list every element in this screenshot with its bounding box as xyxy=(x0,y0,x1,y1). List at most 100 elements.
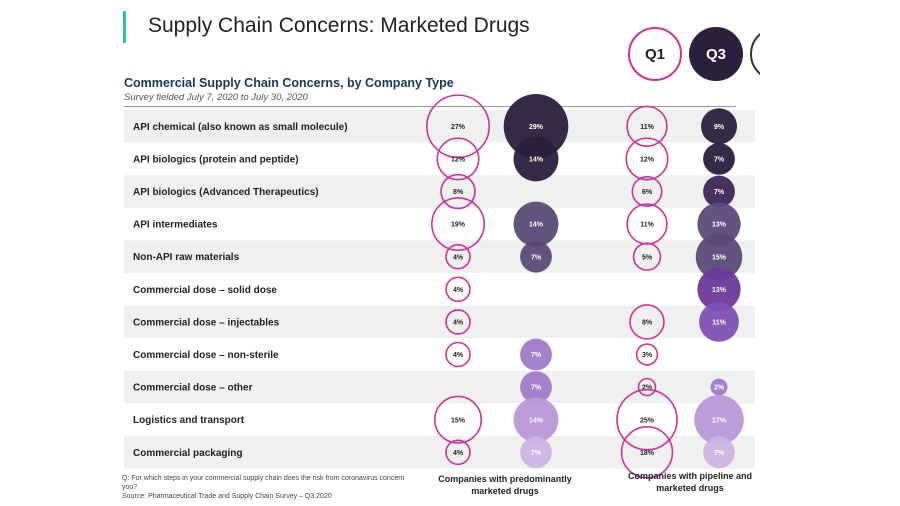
q1-value-label: 4% xyxy=(453,320,464,327)
q3-bubble xyxy=(697,202,741,246)
row-label: Commercial dose – injectables xyxy=(133,317,280,328)
q3-bubble xyxy=(703,143,735,175)
header-rule xyxy=(124,106,736,107)
q1-value-label: 3% xyxy=(642,352,653,359)
q3-bubble xyxy=(699,302,739,342)
footnote-question: Q: For which steps in your commercial su… xyxy=(122,475,405,491)
q1-legend-badge: Q1 xyxy=(628,27,682,81)
row-label: Logistics and transport xyxy=(133,415,245,426)
q1-value-label: 4% xyxy=(453,254,464,261)
row-label: Non-API raw materials xyxy=(133,252,240,263)
row-band xyxy=(124,305,755,339)
q1-bubble xyxy=(629,304,665,340)
q3-value-label: 17% xyxy=(712,417,727,424)
q1-bubble xyxy=(445,309,471,335)
q3-bubble xyxy=(697,267,741,311)
q3-value-label: 7% xyxy=(531,352,542,359)
row-band xyxy=(124,370,755,404)
q1-value-label: 15% xyxy=(451,417,466,424)
q3-bubble xyxy=(520,436,552,469)
q1-bubble xyxy=(445,439,471,466)
q3-bubble xyxy=(513,201,559,247)
q3-value-label: 29% xyxy=(529,124,544,131)
q3-bubble xyxy=(520,371,552,403)
footnote: Q: For which steps in your commercial su… xyxy=(122,474,412,501)
q3-bubble xyxy=(695,233,743,280)
q3-value-label: 7% xyxy=(531,450,542,457)
q1-value-label: 11% xyxy=(640,222,654,229)
row-label: Commercial packaging xyxy=(133,448,242,459)
q1-bubble xyxy=(637,377,657,397)
group-label-pipeline: Companies with pipeline and marketed dru… xyxy=(627,471,752,493)
q1-value-label: 25% xyxy=(640,417,655,424)
q3-bubble xyxy=(513,136,559,182)
q3-value-label: 9% xyxy=(714,124,725,131)
row-band xyxy=(124,240,755,273)
title-accent-bar xyxy=(123,11,126,43)
chart-title: Commercial Supply Chain Concerns, by Com… xyxy=(124,76,454,90)
q3-bubble xyxy=(520,338,552,371)
q1-bubble xyxy=(626,105,668,147)
q3-value-label: 14% xyxy=(529,222,544,229)
row-band xyxy=(124,110,755,143)
q3-legend-badge: Q3 xyxy=(689,27,743,81)
q3-bubble xyxy=(694,394,744,445)
q1-value-label: 4% xyxy=(453,352,464,359)
row-label: Commercial dose – solid dose xyxy=(133,285,277,296)
q1-bubble xyxy=(635,343,659,366)
row-label: Commercial dose – other xyxy=(133,383,253,394)
footnote-source: Source: Pharmaceutical Trade and Supply … xyxy=(122,493,332,500)
q1-bubble xyxy=(625,137,669,181)
q1-bubble xyxy=(445,243,471,270)
q1-value-label: 6% xyxy=(642,189,653,196)
q1-bubble xyxy=(445,276,471,303)
q3-value-label: 14% xyxy=(529,157,544,164)
q3-value-label: 13% xyxy=(712,287,727,294)
q1-value-label: 12% xyxy=(451,157,466,164)
row-band xyxy=(124,175,755,208)
q1-bubble xyxy=(616,388,678,451)
q1-bubble xyxy=(620,426,674,479)
q1-value-label: 19% xyxy=(451,222,466,229)
q3-value-label: 14% xyxy=(529,417,544,424)
q3-value-label: 7% xyxy=(714,157,725,164)
q3-bubble xyxy=(520,240,552,273)
q3-bubble xyxy=(701,108,737,145)
q1-value-label: 12% xyxy=(640,157,655,164)
row-label: API biologics (Advanced Therapeutics) xyxy=(133,187,319,198)
q1-value-label: 8% xyxy=(642,320,653,327)
q1-value-label: 8% xyxy=(453,189,464,196)
q1-bubble xyxy=(436,137,480,181)
row-label: Commercial dose – non-sterile xyxy=(133,350,279,361)
row-band xyxy=(124,436,755,469)
q3-value-label: 7% xyxy=(531,385,542,392)
q3-value-label: 15% xyxy=(712,254,727,261)
q3-value-label: 7% xyxy=(531,254,542,261)
q3-value-label: 2% xyxy=(714,385,725,392)
group-label-marketed: Companies with predominantly marketed dr… xyxy=(438,474,572,496)
q1-value-label: 27% xyxy=(451,124,466,131)
q3-bubble xyxy=(710,378,728,396)
q1-bubble xyxy=(440,173,476,210)
chart-subtitle: Survey fielded July 7, 2020 to July 30, … xyxy=(124,92,308,103)
q3-value-label: 13% xyxy=(712,222,727,229)
q3-value-label: 7% xyxy=(714,189,725,196)
page-title: Supply Chain Concerns: Marketed Drugs xyxy=(148,14,530,37)
q3-bubble xyxy=(513,397,559,443)
row-label: API biologics (protein and peptide) xyxy=(133,154,299,165)
q1-value-label: 2% xyxy=(642,385,653,392)
q3-bubble xyxy=(703,175,735,208)
q3-bubble xyxy=(503,93,569,159)
q1-value-label: 5% xyxy=(642,254,653,261)
q1-value-label: 11% xyxy=(640,124,654,131)
q1-bubble xyxy=(426,94,490,159)
clipped-badge-edge xyxy=(750,27,760,81)
q1-bubble xyxy=(445,341,471,368)
row-label: API chemical (also known as small molecu… xyxy=(133,122,348,133)
q1-bubble xyxy=(631,176,663,207)
q3-value-label: 11% xyxy=(712,320,726,327)
q1-value-label: 4% xyxy=(453,287,464,294)
q1-value-label: 4% xyxy=(453,450,464,457)
row-label: API intermediates xyxy=(133,220,218,231)
